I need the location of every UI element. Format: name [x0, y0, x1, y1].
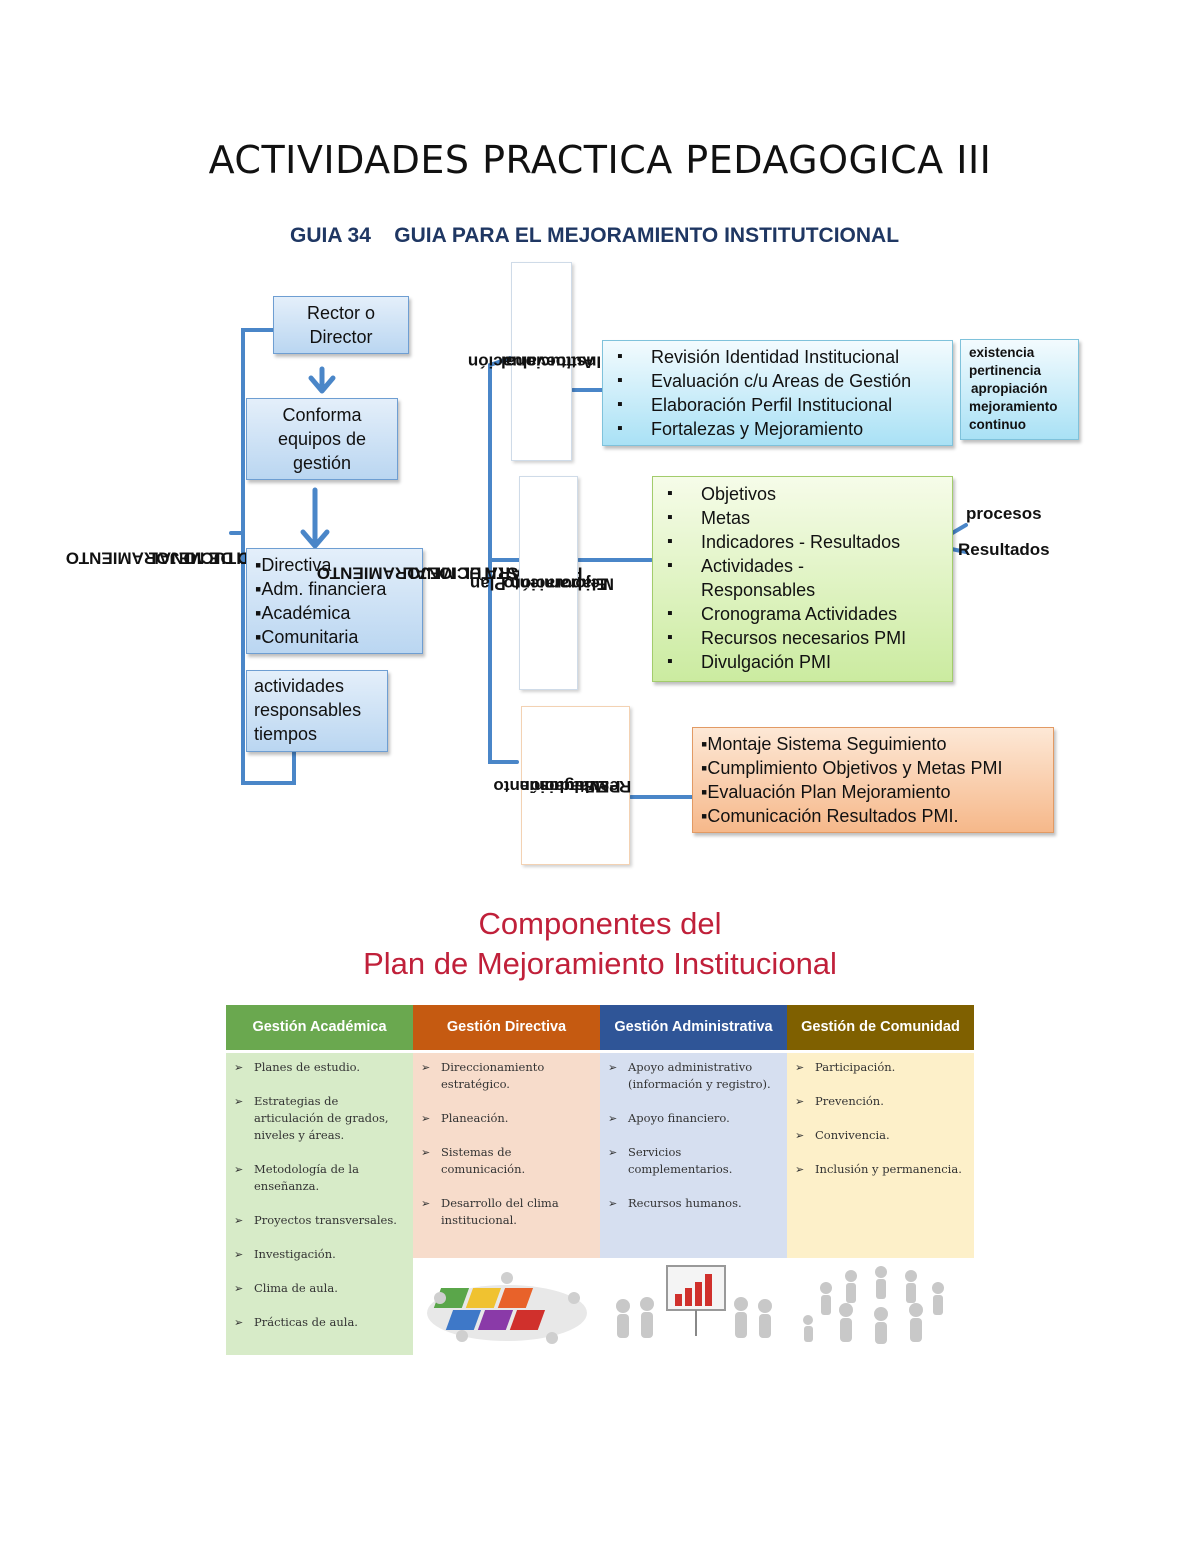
component-item: Planes de estudio. [234, 1059, 407, 1076]
plan-note-procesos: procesos [966, 504, 1042, 523]
actividades-item: responsables [254, 700, 362, 720]
plan-item: Actividades - [657, 554, 948, 578]
header-gestion-directiva: Gestión Directiva [413, 1005, 600, 1053]
left-bracket-line [241, 328, 296, 785]
note-item: existencia [969, 345, 1035, 360]
componentes-header-row: Gestión Académica Gestión Directiva Gest… [226, 1005, 974, 1053]
component-item: Apoyo financiero. [608, 1110, 781, 1127]
arrow-down-2-head [300, 529, 330, 549]
component-item: Clima de aula. [234, 1280, 407, 1297]
plan-item: Cronograma Actividades [657, 602, 948, 626]
plan-item: Divulgación PMI [657, 650, 948, 674]
areas-box: ▪Directiva ▪Adm. financiera ▪Académica ▪… [246, 548, 423, 654]
header-gestion-comunidad: Gestión de Comunidad [787, 1005, 974, 1053]
plan-item: Metas [657, 506, 948, 530]
seguimiento-item: ▪Evaluación Plan Mejoramiento [701, 782, 951, 802]
autoevaluacion-item: Fortalezas y Mejoramiento [607, 417, 948, 441]
column-gestion-directiva: Direccionamiento estratégico. Planeación… [413, 1051, 600, 1355]
autoevaluacion-item: Evaluación c/u Areas de Gestión [607, 369, 948, 393]
seguimiento-item: ▪Comunicación Resultados PMI. [701, 806, 959, 826]
plan-box: Objetivos Metas Indicadores - Resultados… [652, 476, 953, 682]
componentes-body-row: Planes de estudio. Estrategias de articu… [226, 1051, 974, 1355]
note-item: mejoramiento [969, 399, 1058, 414]
component-item: Estrategias de articulación de grados, n… [234, 1093, 407, 1144]
puzzle-team-illustration [413, 1257, 600, 1355]
component-item: Convivencia. [795, 1127, 968, 1144]
plan-list: Objetivos Metas Indicadores - Resultados… [657, 482, 948, 674]
presentation-chart-illustration [600, 1257, 787, 1355]
component-item: Participación. [795, 1059, 968, 1076]
rector-box: Rector o Director [273, 296, 409, 354]
column-gestion-comunidad: Participación. Prevención. Convivencia. … [787, 1051, 974, 1355]
area-item: ▪Adm. financiera [255, 579, 387, 599]
autoevaluacion-box: Revisión Identidad Institucional Evaluac… [602, 340, 953, 446]
componentes-title-line1: Componentes del [478, 906, 722, 941]
column-gestion-administrativa: Apoyo administrativo (información y regi… [600, 1051, 787, 1355]
arrow-down-1-head [308, 375, 336, 394]
component-item: Prevención. [795, 1093, 968, 1110]
step-label: PMI [590, 776, 622, 796]
component-item: Apoyo administrativo (información y regi… [608, 1059, 781, 1093]
component-item: Inclusión y permanencia. [795, 1161, 968, 1178]
autoevaluacion-list: Revisión Identidad Institucional Evaluac… [607, 345, 948, 441]
autoevaluacion-item: Elaboración Perfil Institucional [607, 393, 948, 417]
component-item: Servicios complementarios. [608, 1144, 781, 1178]
area-item: ▪Directiva [255, 555, 332, 575]
seguimiento-item: ▪Montaje Sistema Seguimiento [701, 734, 947, 754]
component-item: Investigación. [234, 1246, 407, 1263]
component-item: Desarrollo del clima institucional. [421, 1195, 594, 1229]
plan-item: Recursos necesarios PMI [657, 626, 948, 650]
header-gestion-administrativa: Gestión Administrativa [600, 1005, 787, 1053]
step-label: Mejoramiento [503, 574, 614, 594]
component-item: Proyectos transversales. [234, 1212, 407, 1229]
actividades-item: tiempos [254, 724, 318, 744]
header-gestion-academica: Gestión Académica [226, 1005, 413, 1053]
page-title: ACTIVIDADES PRACTICA PEDAGOGICA III [208, 138, 992, 182]
component-item: Planeación. [421, 1110, 594, 1127]
componentes-table: Gestión Académica Gestión Directiva Gest… [226, 1005, 974, 1355]
autoevaluacion-notes-box: existencia pertinencia apropiación mejor… [960, 339, 1079, 440]
plan-item: Indicadores - Resultados [657, 530, 948, 554]
autoevaluacion-item: Revisión Identidad Institucional [607, 345, 948, 369]
seguimiento-box: ▪Montaje Sistema Seguimiento ▪Cumplimien… [692, 727, 1054, 833]
actividades-box: actividades responsables tiempos [246, 670, 388, 752]
actividades-item: actividades [254, 676, 345, 696]
component-item: Direccionamiento estratégico. [421, 1059, 594, 1093]
plan-item-continued: Responsables [701, 580, 816, 600]
area-item: ▪Comunitaria [255, 627, 359, 647]
note-item: apropiación [971, 381, 1048, 396]
guia-title: GUIA 34 GUIA PARA EL MEJORAMIENTO INSTIT… [290, 224, 970, 248]
area-item: ▪Académica [255, 603, 351, 623]
component-item: Metodología de la enseñanza. [234, 1161, 407, 1195]
plan-note-resultados: Resultados [958, 540, 1050, 559]
component-item: Prácticas de aula. [234, 1314, 407, 1331]
ruta-bracket-line [488, 356, 519, 764]
conforma-box: Conforma equipos de gestión [246, 398, 398, 480]
component-item: Recursos humanos. [608, 1195, 781, 1212]
componentes-title-line2: Plan de Mejoramiento Institucional [363, 946, 837, 981]
guia-number: GUIA 34 [290, 224, 371, 247]
plan-item: Objetivos [657, 482, 948, 506]
column-gestion-academica: Planes de estudio. Estrategias de articu… [226, 1051, 413, 1355]
guia-name: GUIA PARA EL MEJORAMIENTO INSTITUTCIONAL [394, 224, 900, 247]
community-circle-illustration [787, 1257, 974, 1355]
component-item: Sistemas de comunicación. [421, 1144, 594, 1178]
note-item: pertinencia [969, 363, 1042, 378]
step-label: Institucional [501, 352, 602, 372]
note-item: continuo [969, 417, 1026, 432]
seguimiento-item: ▪Cumplimiento Objetivos y Metas PMI [701, 758, 1003, 778]
